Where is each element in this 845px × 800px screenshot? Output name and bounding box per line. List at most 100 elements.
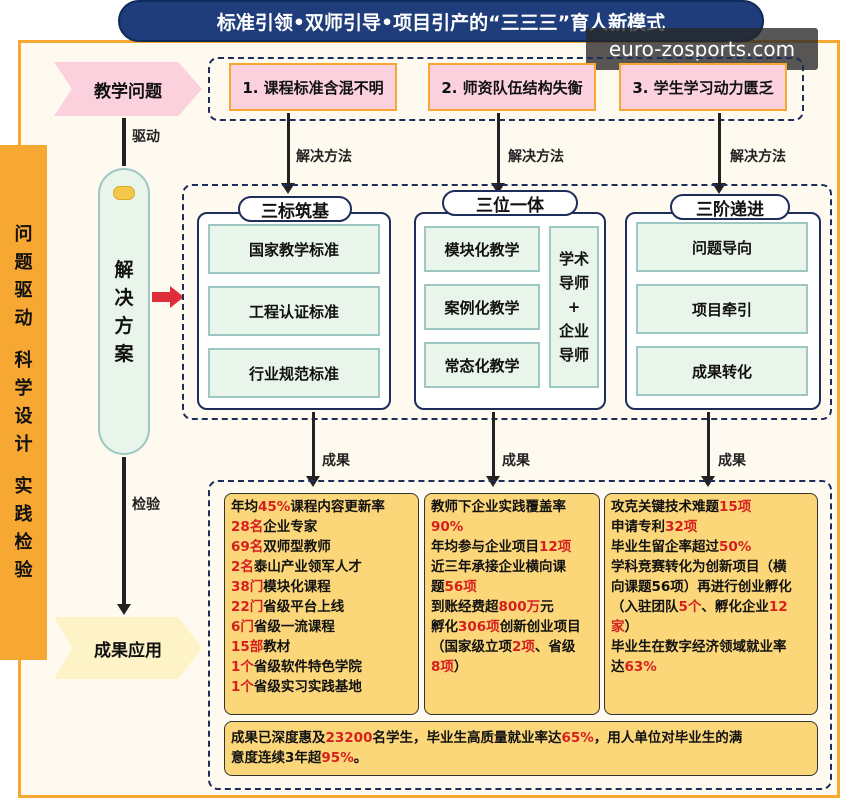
result-line: 近三年承接企业横向课 bbox=[431, 559, 566, 575]
problems-region bbox=[208, 57, 804, 121]
result-line-1 bbox=[312, 412, 315, 476]
result-line: 家） bbox=[611, 619, 638, 635]
item-dual-mentors: 学术导师+企业导师 bbox=[549, 226, 599, 388]
problem-2: 2. 师资队伍结构失衡 bbox=[428, 63, 596, 111]
method-arrow-3-icon bbox=[712, 183, 726, 194]
result-tag: 成果应用 bbox=[54, 617, 202, 679]
solution-pill-char: 决 bbox=[114, 286, 134, 309]
dual-mentors-char: 导师 bbox=[558, 274, 589, 292]
check-label: 检验 bbox=[132, 497, 160, 513]
item-national-standard: 国家教学标准 bbox=[208, 224, 380, 274]
item-industry-standard: 行业规范标准 bbox=[208, 348, 380, 398]
item-case-teaching: 案例化教学 bbox=[424, 284, 540, 330]
result-box-1: 年均45%课程内容更新率 28名企业专家 69名双师型教师 2名泰山产业领军人才 38门… bbox=[224, 493, 419, 715]
side-label-char: 题 bbox=[14, 251, 33, 273]
result-line-3 bbox=[707, 412, 710, 476]
result-line: 1个省级实习实践基地 bbox=[231, 679, 362, 695]
pill-dot-icon bbox=[113, 186, 135, 200]
side-label-char: 实 bbox=[14, 475, 33, 497]
result-line: 38门模块化课程 bbox=[231, 579, 331, 595]
result-line: 6门省级一流课程 bbox=[231, 619, 335, 635]
side-label-char: 计 bbox=[14, 433, 33, 455]
dual-mentors-char: + bbox=[567, 298, 581, 316]
problem-tag: 教学问题 bbox=[54, 62, 202, 116]
side-label-char: 问 bbox=[14, 223, 33, 245]
side-label-char: 动 bbox=[14, 307, 33, 329]
result-line: 题56项 bbox=[431, 579, 477, 595]
method-line-2 bbox=[497, 113, 500, 183]
side-label-char: 驱 bbox=[14, 279, 33, 301]
result-line: 28名企业专家 bbox=[231, 519, 318, 535]
side-label-char: 践 bbox=[14, 503, 33, 525]
result-line: 15部教材 bbox=[231, 639, 291, 655]
result-line: 年均45%课程内容更新率 bbox=[231, 499, 385, 515]
dual-mentors-char: 企业 bbox=[558, 322, 589, 340]
result-line: 90% bbox=[431, 519, 464, 535]
item-result-transfer: 成果转化 bbox=[636, 346, 808, 396]
result-line: 申请专利32项 bbox=[611, 519, 698, 535]
problem-3: 3. 学生学习动力匮乏 bbox=[619, 63, 787, 111]
side-label-char: 验 bbox=[14, 559, 33, 581]
result-line: 22门省级平台上线 bbox=[231, 599, 345, 615]
results-region bbox=[208, 480, 832, 790]
result-line: 年均参与企业项目12项 bbox=[431, 539, 572, 555]
solution-pill-char: 案 bbox=[114, 342, 134, 365]
method-arrow-2-icon bbox=[491, 183, 505, 194]
method-label-1: 解决方法 bbox=[296, 149, 352, 165]
side-label-char: 学 bbox=[14, 377, 33, 399]
result-line: 到账经费超800万元 bbox=[431, 599, 554, 615]
column-progression-title: 三阶递进 bbox=[670, 194, 790, 220]
result-line: 2名泰山产业领军人才 bbox=[231, 559, 362, 575]
result-line: 毕业生在数字经济领域就业率 bbox=[611, 639, 787, 655]
result-label-2: 成果 bbox=[502, 453, 530, 469]
result-line: 意度连续3年超95%。 bbox=[231, 750, 368, 766]
result-box-3: 攻克关键技术难题15项申请专利32项毕业生留企率超过50% 学科竞赛转化为创新项目… bbox=[604, 493, 818, 715]
side-label-char: 设 bbox=[14, 405, 33, 427]
drive-label: 驱动 bbox=[132, 129, 160, 145]
solution-pill-char: 解 bbox=[114, 258, 134, 281]
result-line: 毕业生留企率超过50% bbox=[611, 539, 752, 555]
method-arrow-1-icon bbox=[281, 183, 295, 194]
dual-mentors-char: 学术 bbox=[558, 250, 589, 268]
red-arrow-icon bbox=[152, 286, 184, 308]
item-engineering-standard: 工程认证标准 bbox=[208, 286, 380, 336]
result-line: （国家级立项2项、省级 bbox=[431, 639, 576, 655]
side-label: 问题驱动科学设计实践检验 bbox=[0, 145, 47, 660]
flow-line-1 bbox=[122, 118, 126, 166]
result-line: 学科竞赛转化为创新项目（横 bbox=[611, 559, 787, 575]
result-line: 达63% bbox=[611, 659, 657, 675]
result-summary: 成果已深度惠及23200名学生，毕业生高质量就业率达65%，用人单位对毕业生的满… bbox=[224, 721, 818, 776]
solutions-region bbox=[182, 184, 832, 420]
page-title: 标准引领•双师引导•项目引产的“三三三”育人新模式 bbox=[118, 0, 764, 42]
result-line: 向课题56项）再进行创业孵化 bbox=[611, 579, 792, 595]
item-modular-teaching: 模块化教学 bbox=[424, 226, 540, 272]
result-label-3: 成果 bbox=[718, 453, 746, 469]
result-line: （入驻团队5个、孵化企业12 bbox=[611, 599, 788, 615]
flow-line-2 bbox=[122, 457, 126, 607]
solution-pill-char: 方 bbox=[114, 314, 134, 337]
method-label-2: 解决方法 bbox=[508, 149, 564, 165]
result-line: 孵化306项创新创业项目 bbox=[431, 619, 581, 635]
column-standards-title: 三标筑基 bbox=[238, 196, 352, 222]
item-problem-oriented: 问题导向 bbox=[636, 222, 808, 272]
item-regular-teaching: 常态化教学 bbox=[424, 342, 540, 388]
result-line: 69名双师型教师 bbox=[231, 539, 331, 555]
result-label-1: 成果 bbox=[322, 453, 350, 469]
result-line: 1个省级软件特色学院 bbox=[231, 659, 362, 675]
result-line: 8项） bbox=[431, 659, 468, 675]
side-label-char: 检 bbox=[14, 531, 33, 553]
method-line-3 bbox=[718, 113, 721, 183]
result-box-2: 教师下企业实践覆盖率 90% 年均参与企业项目12项近三年承接企业横向课题56项到账… bbox=[424, 493, 600, 715]
solution-pill: 解决方案 bbox=[98, 168, 150, 455]
result-line-2 bbox=[492, 412, 495, 476]
dual-mentors-char: 导师 bbox=[558, 346, 589, 364]
item-project-driven: 项目牵引 bbox=[636, 284, 808, 334]
side-label-char: 科 bbox=[14, 349, 33, 371]
problem-1: 1. 课程标准含混不明 bbox=[229, 63, 397, 111]
method-line-1 bbox=[287, 113, 290, 183]
result-line: 攻克关键技术难题15项 bbox=[611, 499, 752, 515]
flow-arrow-down-icon bbox=[117, 604, 131, 615]
result-line: 教师下企业实践覆盖率 bbox=[431, 499, 566, 515]
result-line: 成果已深度惠及23200名学生，毕业生高质量就业率达65%，用人单位对毕业生的满 bbox=[231, 730, 743, 746]
method-label-3: 解决方法 bbox=[730, 149, 786, 165]
